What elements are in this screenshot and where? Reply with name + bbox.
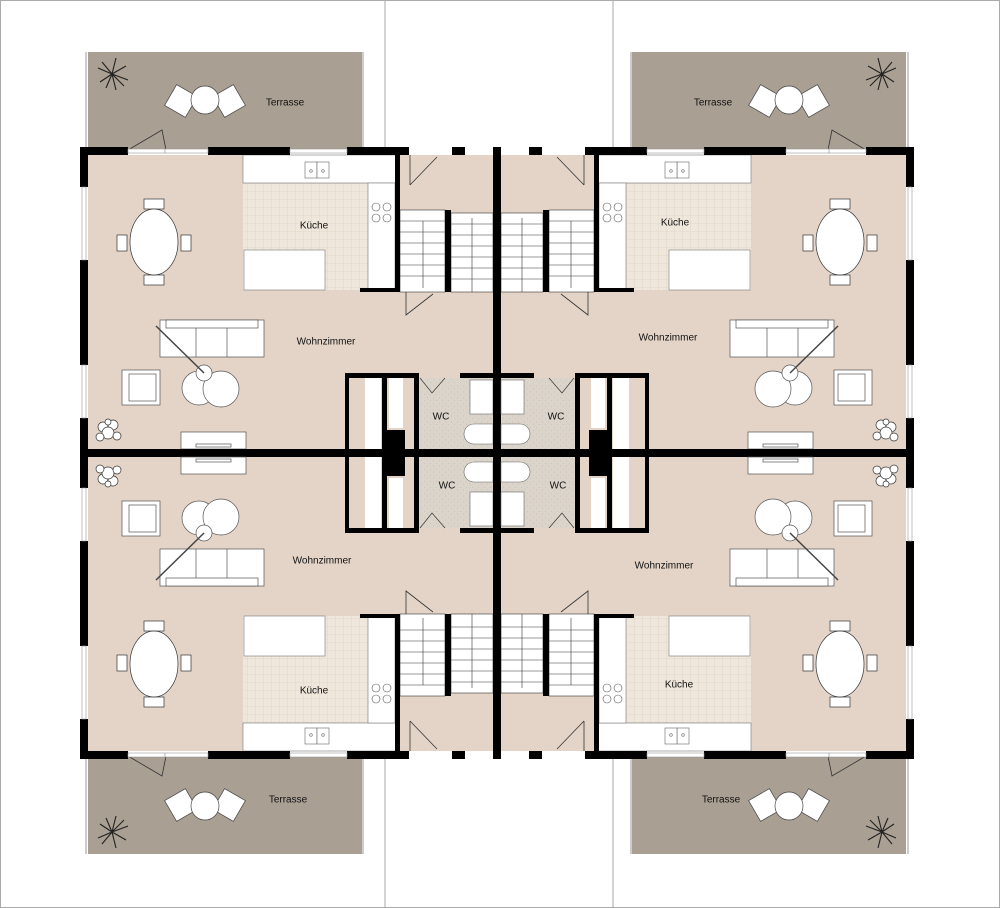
kitchen-label: Küche	[661, 218, 690, 229]
kitchen-label: Küche	[300, 221, 329, 232]
unit-bottom-left-labels: Terrasse Küche Wohnzimmer WC	[269, 481, 456, 806]
kitchen-label: Küche	[300, 686, 329, 697]
terrace-label: Terrasse	[702, 795, 741, 806]
living-room-label: Wohnzimmer	[639, 333, 698, 344]
unit-top-left	[79, 51, 502, 458]
terrace-label: Terrasse	[694, 98, 733, 109]
living-room-label: Wohnzimmer	[635, 561, 694, 572]
unit-bottom-left	[79, 448, 502, 855]
wc-label: WC	[548, 412, 565, 423]
wc-label: WC	[439, 481, 456, 492]
unit-top-right-labels: Terrasse Küche Wohnzimmer WC	[548, 98, 733, 423]
living-room-label: Wohnzimmer	[297, 337, 356, 348]
terrace-label: Terrasse	[269, 795, 308, 806]
living-room-label: Wohnzimmer	[293, 556, 352, 567]
terrace-label: Terrasse	[266, 98, 305, 109]
unit-bottom-right	[492, 448, 915, 855]
wc-label: WC	[433, 412, 450, 423]
unit-top-left-labels: Terrasse Küche Wohnzimmer WC	[266, 98, 450, 423]
unit-bottom-right-labels: Terrasse Küche Wohnzimmer WC	[550, 481, 741, 806]
kitchen-label: Küche	[665, 680, 694, 691]
wc-label: WC	[550, 481, 567, 492]
unit-top-right	[492, 51, 915, 458]
